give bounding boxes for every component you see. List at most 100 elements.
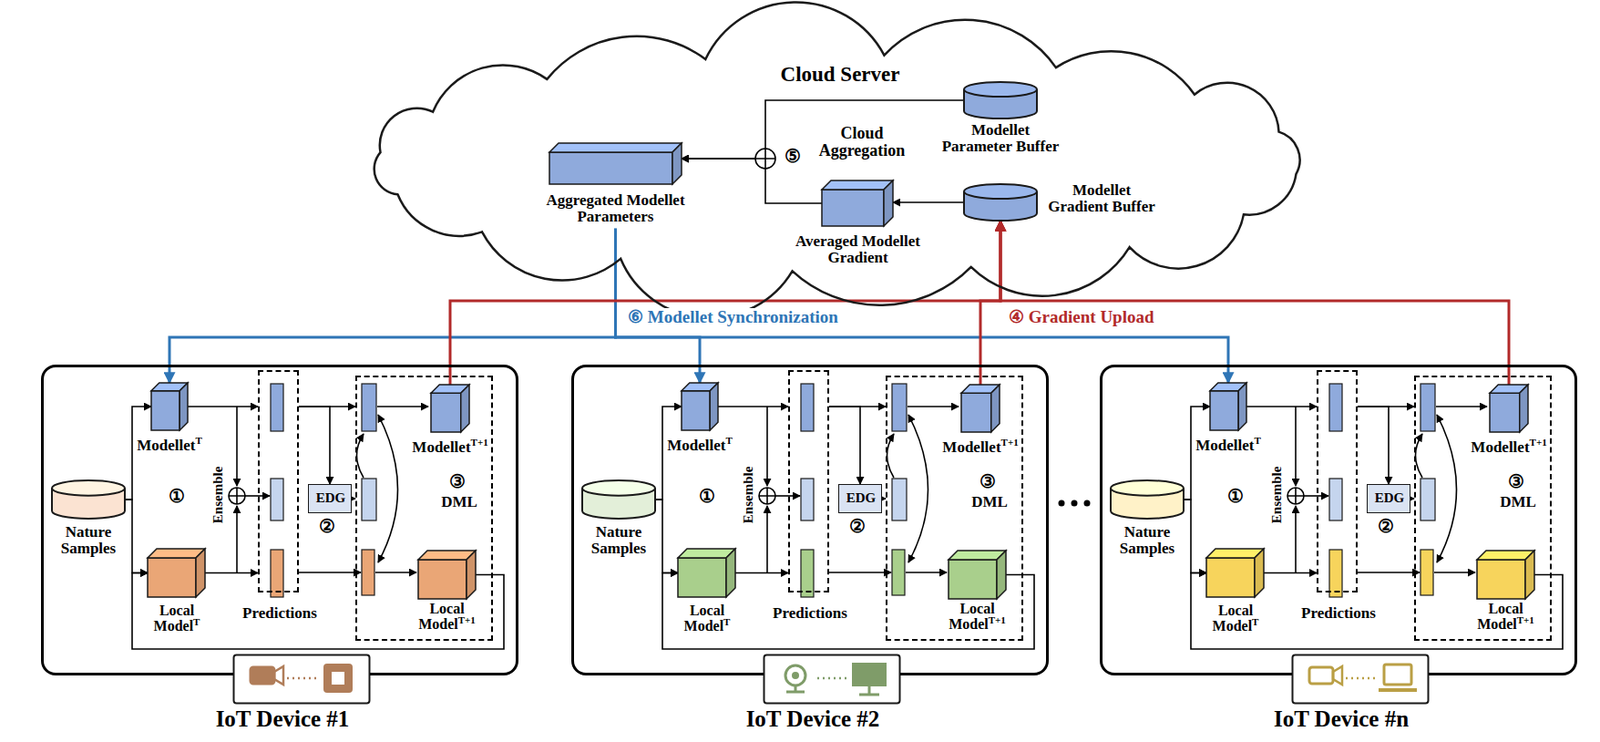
connector [655,499,678,574]
connector [205,572,258,575]
decoration [908,414,929,563]
data-cylinder: Nature Samples [1110,480,1184,519]
model-cube: Local ModelT+1 [948,550,1006,599]
callout-label: ② [846,516,869,536]
ellipsis-dot [1058,500,1066,507]
connector [829,405,886,408]
ellipsis-dot [1084,500,1091,507]
superscript: T [725,434,732,446]
connector [735,572,789,575]
node-label: ModelletT+1 [404,439,496,456]
flow-arrow [1434,571,1476,574]
model-cube: ModelletT+1 [1489,384,1529,432]
parameter-block: Aggregated Modellet Parameters [549,143,682,185]
node-label: Cloud Server [756,63,924,86]
node-label: ③ [439,471,476,492]
prediction-bar [1420,478,1436,521]
buffer-cylinder: Modellet Gradient Buffer [964,184,1037,221]
cylinder-shape [51,480,125,519]
flow-arrow [1435,405,1488,408]
flow-arrow [907,405,959,408]
node-label: Local ModelT+1 [1467,601,1544,633]
flow-arrow [235,505,238,573]
edge-label: ⑥ Modellet Synchronization [625,307,842,327]
node-label: Nature Samples [573,523,665,557]
connector [169,228,616,383]
node-label: Predictions [229,605,330,622]
flow-arrow [766,406,769,486]
connector [980,220,1001,385]
decoration [1436,414,1457,563]
connector [1246,405,1317,408]
model-cube: ModelletT+1 [430,384,470,432]
prediction-bar [1329,383,1343,431]
prediction-bar [892,549,905,595]
cube-shape [1476,550,1535,599]
rotated-label: Ensemble [1270,458,1285,532]
node-label: ModelletT+1 [934,439,1026,456]
device-panel: IoT Device #nNature SamplesModelletTLoca… [1099,364,1578,676]
connector [1263,572,1317,575]
prediction-bar [892,478,907,521]
prediction-bar [270,478,284,521]
node-label: IoT Device #n [1248,707,1435,731]
node-label: Modellet [411,438,471,456]
model-cube: Local ModelT [1206,548,1264,597]
cube-shape [681,382,718,431]
node-label: Local Model [1476,600,1523,632]
connector [829,406,861,484]
flow-arrow [766,505,769,573]
node-label: Local ModelT [669,603,745,635]
model-cube: Local ModelT+1 [418,550,476,599]
node-label: Modellet [942,438,1001,456]
superscript: T+1 [988,613,1006,625]
connector [681,100,965,159]
superscript: T [193,615,200,626]
callout-label: ② [316,516,339,536]
model-cube: Local ModelT+1 [1476,550,1535,599]
connector [1357,405,1415,408]
prediction-bar [892,383,907,431]
cylinder-shape [964,82,1037,119]
node-label: Local ModelT [139,603,215,635]
cube-shape [430,384,470,432]
cube-shape [549,143,682,185]
node-label: ModelletT [1182,437,1274,454]
flow-arrow [1294,406,1297,486]
learning-group: ③DMLModelletT+1Local ModelT+1 [885,375,1024,641]
flow-arrow [377,405,429,408]
cube-shape [418,550,476,599]
node-label: IoT Device #1 [189,707,376,731]
rotated-label: Ensemble [211,458,226,532]
node-label: EDG [839,491,883,506]
node-label: DML [953,493,1026,511]
flow-arrow [298,571,361,574]
model-cube: ModelletT [1210,382,1247,431]
connector [1357,406,1389,484]
flow-arrow [1415,433,1424,478]
superscript: T+1 [1529,436,1548,448]
cylinder-shape [964,184,1037,221]
prediction-bar [1420,549,1434,595]
prediction-bar [1420,383,1436,431]
flow-arrow [1294,505,1297,573]
connector [615,228,1230,383]
node-label: DML [422,493,496,511]
connector [298,405,356,408]
cube-shape [677,548,736,597]
prediction-bar [361,383,377,431]
prediction-group: Predictions [257,369,299,593]
superscript: T+1 [458,613,476,625]
node-label: Averaged Modellet Gradient [782,233,934,267]
node-label: Nature Samples [42,523,134,557]
device-icon [762,653,902,705]
decoration [758,487,776,504]
prediction-group: Predictions [788,369,830,593]
data-cylinder: Nature Samples [582,480,656,519]
connector [615,228,701,383]
node-label: EDG [308,491,353,506]
flow-arrow [375,571,417,574]
cylinder-shape [582,480,656,519]
model-cube: Local ModelT [677,548,736,597]
prediction-bar [1329,478,1343,521]
